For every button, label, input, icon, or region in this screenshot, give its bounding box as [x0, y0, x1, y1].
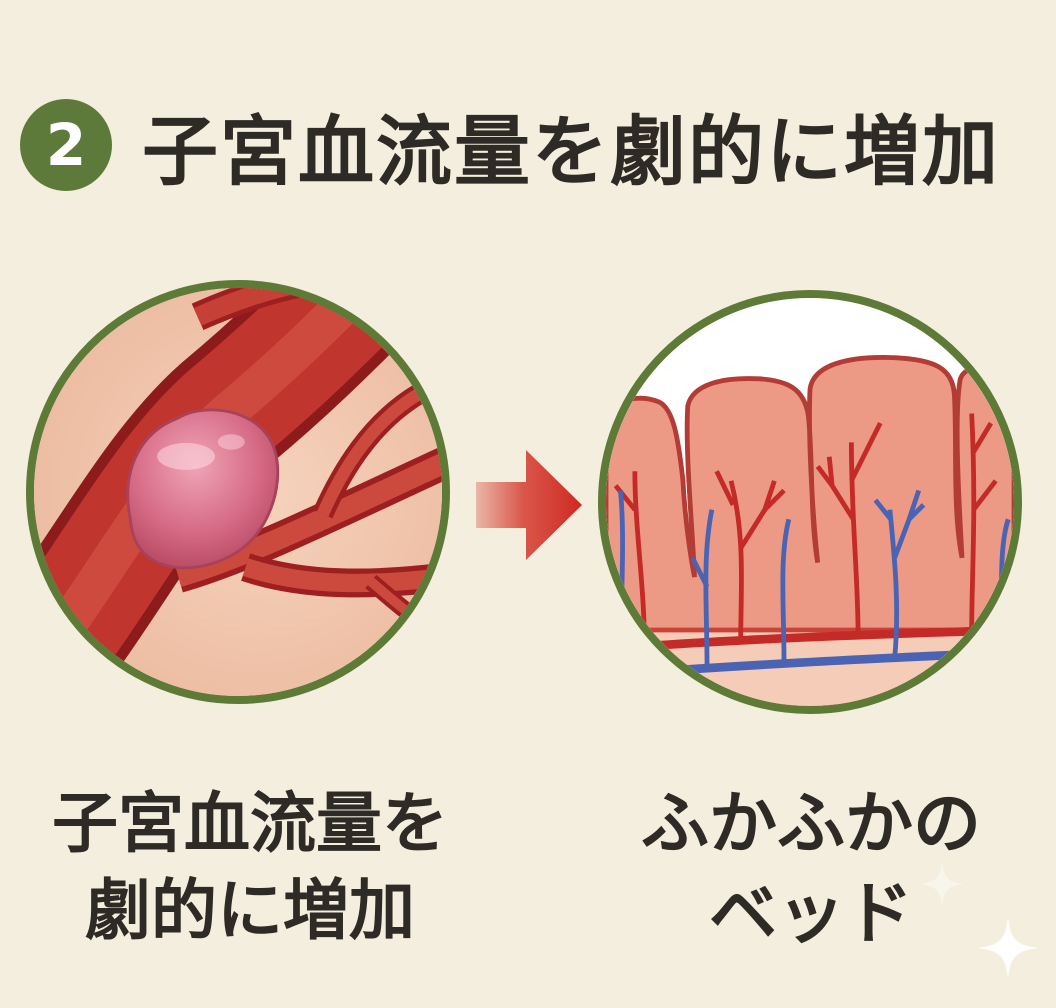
left-caption-line1: 子宮血流量を — [52, 785, 448, 862]
right-caption-line2: ベッド — [708, 874, 913, 954]
step-number-badge: 2 — [20, 99, 112, 191]
sparkle-icon-faint — [920, 862, 964, 906]
header: 2 子宮血流量を劇的に増加 — [20, 90, 1000, 200]
endometrium-svg — [606, 298, 1014, 706]
sparkle-icon — [978, 918, 1038, 978]
blood-vessel-illustration — [26, 280, 450, 704]
left-caption-line2: 劇的に増加 — [85, 872, 415, 950]
endometrium-illustration — [598, 290, 1022, 714]
left-caption: 子宮血流量を 劇的に増加 — [10, 780, 490, 954]
right-caption: ふかふかの ベッド — [576, 780, 1046, 960]
right-caption-line1: ふかふかの — [640, 785, 981, 864]
page-title: 子宮血流量を劇的に増加 — [142, 107, 1000, 196]
blood-vessel-svg — [34, 288, 442, 696]
right-arrow-icon — [476, 450, 582, 560]
